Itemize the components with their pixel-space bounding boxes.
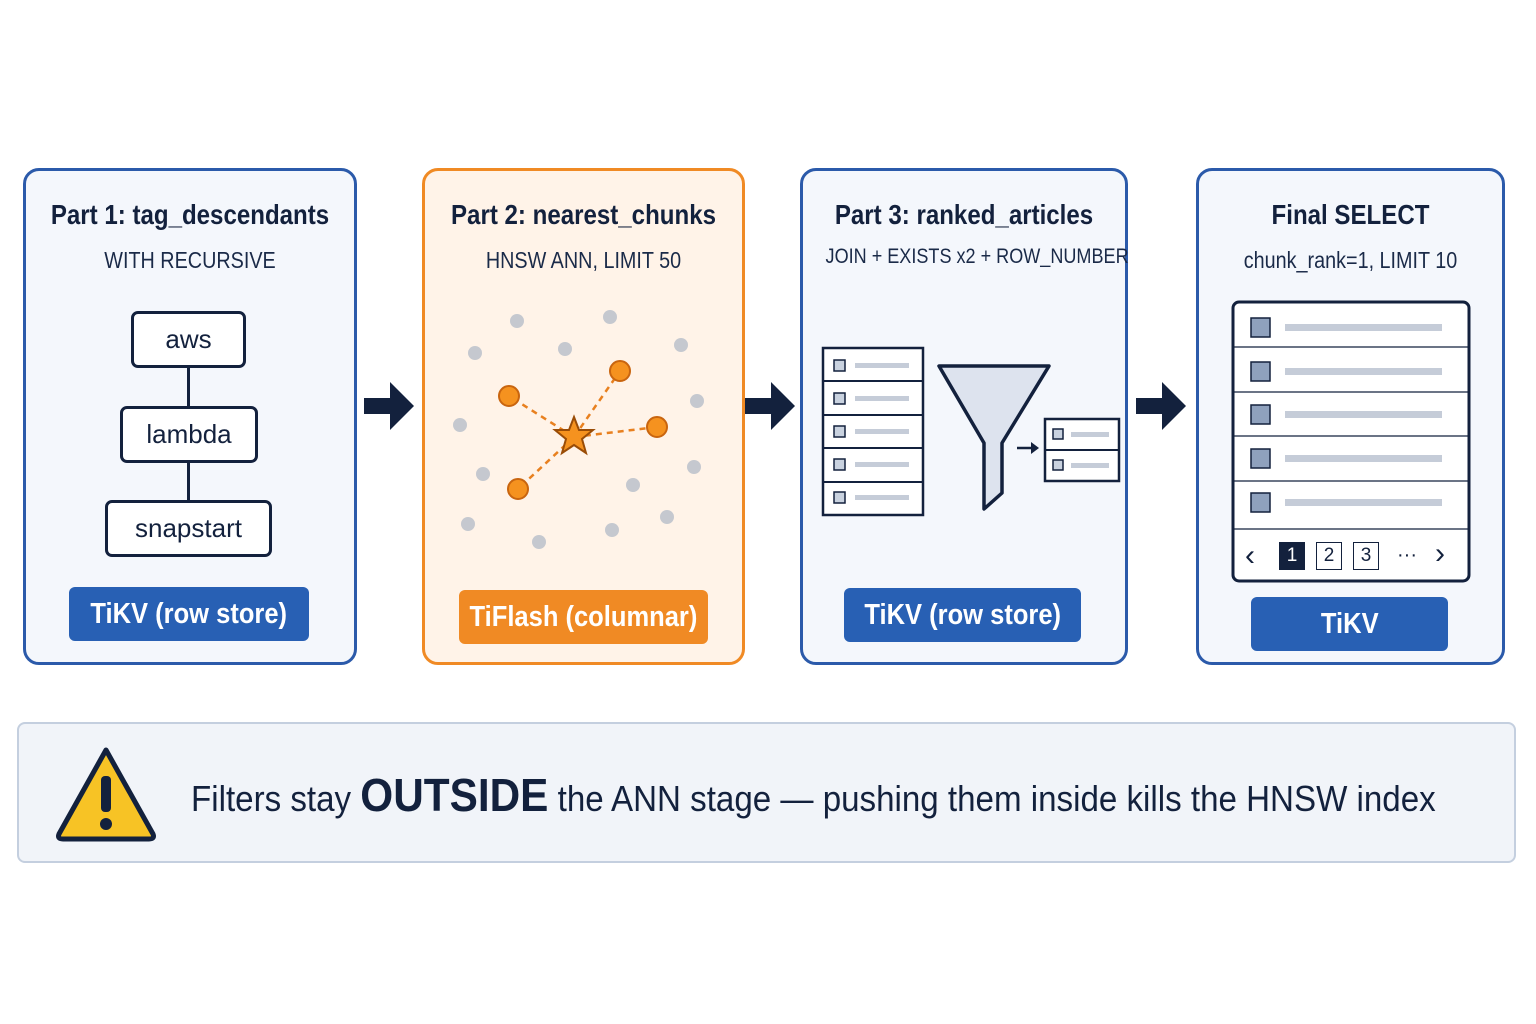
data-point (690, 394, 704, 408)
ann-scatter (453, 310, 704, 549)
warning-icon (56, 747, 156, 842)
data-point (476, 467, 490, 481)
neighbor-point (507, 478, 529, 500)
list-item (1250, 317, 1271, 338)
pager-next[interactable]: › (1435, 537, 1445, 570)
panel-ranked-articles: Part 3: ranked_articles JOIN + EXISTS x2… (800, 168, 1129, 665)
storage-badge: TiKV (1251, 597, 1448, 651)
neighbor-point (646, 416, 668, 438)
panel-title: Final SELECT (1271, 199, 1430, 230)
data-point (626, 478, 640, 492)
list-item (1250, 448, 1271, 469)
data-point (510, 314, 524, 328)
pager-page-2[interactable]: 2 (1316, 542, 1342, 570)
panel-tag-descendants: Part 1: tag_descendants WITH RECURSIVE a… (23, 168, 357, 665)
tree-connector (187, 366, 190, 411)
panel-title: Part 2: nearest_chunks (450, 199, 716, 230)
pager-prev[interactable]: ‹ (1245, 539, 1255, 572)
pager-page-3[interactable]: 3 (1353, 542, 1379, 570)
warning-banner: Filters stay OUTSIDE the ANN stage — pus… (17, 722, 1516, 863)
star-icon (552, 414, 596, 456)
funnel-icon (937, 364, 1051, 511)
neighbor-point (609, 360, 631, 382)
data-point (453, 418, 467, 432)
storage-badge: TiFlash (columnar) (459, 590, 708, 644)
data-point (687, 460, 701, 474)
storage-badge: TiKV (row store) (69, 587, 309, 641)
data-point (468, 346, 482, 360)
tree-node-lambda: lambda (120, 406, 258, 463)
panel-subtitle: chunk_rank=1, LIMIT 10 (1243, 247, 1458, 273)
data-point (558, 342, 572, 356)
panel-title: Part 3: ranked_articles (834, 199, 1094, 230)
list-item (1250, 492, 1271, 513)
tree-node-snapstart: snapstart (105, 500, 272, 557)
data-point (674, 338, 688, 352)
data-point (461, 517, 475, 531)
panel-nearest-chunks: Part 2: nearest_chunks HNSW ANN, LIMIT 5… (422, 168, 745, 665)
arrow-right-icon (364, 382, 414, 430)
panel-subtitle: WITH RECURSIVE (104, 247, 276, 273)
list-item (1250, 361, 1271, 382)
tree-connector (187, 461, 190, 505)
data-point (532, 535, 546, 549)
panel-title: Part 1: tag_descendants (50, 199, 330, 230)
warning-message: Filters stay OUTSIDE the ANN stage — pus… (191, 769, 1436, 821)
storage-badge: TiKV (row store) (844, 588, 1081, 642)
data-point (605, 523, 619, 537)
data-point (660, 510, 674, 524)
arrow-right-icon (745, 382, 795, 430)
panel-subtitle: HNSW ANN, LIMIT 50 (485, 247, 682, 273)
list-item (1250, 404, 1271, 425)
neighbor-point (498, 385, 520, 407)
panel-subtitle: JOIN + EXISTS x2 + ROW_NUMBER (825, 245, 1129, 268)
pager-page-1[interactable]: 1 (1279, 542, 1305, 570)
arrow-right-icon (1136, 382, 1186, 430)
pager-ellipsis: ··· (1397, 544, 1417, 566)
join-filter-illustration (821, 346, 1121, 517)
results-list (1231, 300, 1471, 583)
tree-node-aws: aws (131, 311, 246, 368)
data-point (603, 310, 617, 324)
panel-final-select: Final SELECT chunk_rank=1, LIMIT 10 ‹ 1 … (1196, 168, 1505, 665)
